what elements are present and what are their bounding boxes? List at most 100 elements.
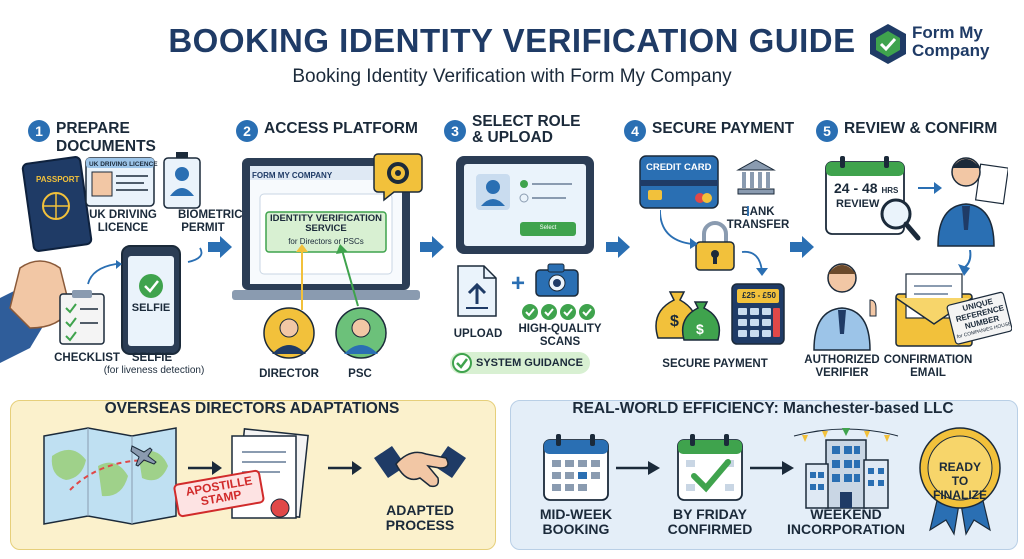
checklist-icon: [59, 290, 105, 345]
arrow-down-icon: [958, 250, 972, 276]
step-1-heading: 1 PREPARE DOCUMENTS: [28, 120, 228, 156]
selfie-label: SELFIE: [131, 352, 173, 364]
licence-label: UK DRIVING LICENCE: [89, 209, 157, 234]
arrow-right-icon: [790, 236, 814, 258]
step-1-number: 1: [28, 120, 50, 142]
psc-avatar-icon: [335, 307, 387, 359]
upload-document-icon: [457, 265, 497, 317]
bank-icon: [736, 159, 776, 195]
identity-service-title: IDENTITY VERIFICATION SERVICE: [269, 213, 383, 234]
director-avatar-icon: [263, 307, 315, 359]
form-my-company-logo-icon: [870, 24, 906, 64]
office-building-icon: [793, 428, 899, 509]
svg-text:$: $: [696, 321, 704, 337]
step-3-number: 3: [444, 120, 466, 142]
secure-payment-label: SECURE PAYMENT: [662, 358, 768, 370]
tablet-illustration: [456, 156, 594, 254]
efficiency-item-1-line-1: MID-WEEK: [539, 506, 613, 522]
arrow-right-icon: [918, 182, 942, 194]
award-badge-icon: [919, 427, 1001, 536]
arrow-right-icon: [188, 461, 222, 475]
authorized-verifier-label: AUTHORIZED VERIFIER: [804, 354, 880, 379]
page-title: BOOKING IDENTITY VERIFICATION GUIDE: [168, 22, 856, 59]
efficiency-item-3-line-1: WEEKEND: [810, 506, 882, 522]
adapted-process-label: ADAPTED PROCESS: [372, 503, 468, 533]
arrow-right-icon: [616, 461, 660, 475]
licence-card-text: UK DRIVING LICENCE: [89, 161, 158, 168]
step-3-heading: 3 SELECT ROLE & UPLOAD: [444, 114, 584, 146]
review-time-unit: HRS: [881, 186, 899, 195]
credit-card-icon: [639, 155, 719, 209]
system-guidance-text: SYSTEM GUIDANCE: [476, 357, 583, 369]
scans-label: HIGH-QUALITY SCANS: [518, 323, 602, 348]
role-arrows: [296, 244, 359, 310]
check-circle-icon: [452, 353, 472, 373]
arrow-right-icon: [606, 236, 630, 258]
director-label: DIRECTOR: [259, 368, 319, 380]
verifier-person-icon: [813, 263, 877, 351]
padlock-icon: [695, 221, 735, 271]
system-guidance-badge: SYSTEM GUIDANCE: [450, 352, 590, 374]
upload-label: UPLOAD: [453, 328, 503, 340]
confirmed-calendar-icon: [677, 434, 743, 501]
review-calendar-icon: [825, 156, 921, 241]
driving-licence-icon: [85, 157, 155, 207]
overseas-panel-title: OVERSEAS DIRECTORS ADAPTATIONS: [104, 400, 400, 417]
browser-brand: FORM MY COMPANY: [252, 171, 333, 180]
review-label: REVIEW: [836, 198, 880, 210]
step-4-number: 4: [624, 120, 646, 142]
mid-week-booking-label: MID-WEEK BOOKING: [520, 507, 632, 537]
camera-icon: [535, 263, 579, 297]
step-4-heading: 4 SECURE PAYMENT: [624, 120, 804, 142]
credit-card-text: CREDIT CARD: [646, 162, 712, 173]
step-5-label: REVIEW & CONFIRM: [844, 120, 998, 137]
step-2-heading: 2 ACCESS PLATFORM: [236, 120, 426, 142]
bank-transfer-label: BANK TRANSFER: [726, 206, 790, 231]
step-3-label: SELECT ROLE & UPLOAD: [472, 113, 581, 146]
confirmation-email-label: CONFIRMATION EMAIL: [883, 354, 973, 379]
logo-line-1: Form My: [912, 23, 983, 42]
checkmarks-icon: [522, 304, 595, 320]
arrow-right-icon: [208, 236, 232, 258]
psc-label: PSC: [348, 368, 372, 380]
handshake-icon: [374, 446, 466, 488]
adapted-process-line-1: ADAPTED: [386, 502, 454, 518]
efficiency-item-2-line-1: BY FRIDAY: [673, 506, 747, 522]
badge-line-2: FINALIZE: [933, 488, 987, 502]
arrow-right-icon: [420, 236, 444, 258]
weekend-incorporation-label: WEEKEND INCORPORATION: [780, 507, 912, 537]
step-2-number: 2: [236, 120, 258, 142]
step-5-number: 5: [816, 120, 838, 142]
badge-line-1: READY TO: [938, 460, 981, 488]
payment-flow-arrows: [660, 206, 768, 276]
calendar-icon: [543, 434, 609, 501]
apostille-document-icon: [173, 428, 309, 519]
select-button: Select: [539, 225, 557, 231]
efficiency-item-3-line-2: INCORPORATION: [787, 521, 905, 537]
step-4-label: SECURE PAYMENT: [652, 120, 795, 137]
efficiency-item-1-line-2: BOOKING: [542, 521, 610, 537]
arrow-right-icon: [328, 461, 362, 475]
money-bags-icon: $ $: [655, 291, 721, 341]
biometric-permit-icon: [163, 152, 201, 209]
logo-text: Form My Company: [912, 24, 989, 60]
page-subtitle: Booking Identity Verification with Form …: [292, 66, 732, 87]
step-5-heading: 5 REVIEW & CONFIRM: [816, 120, 1016, 142]
world-map-icon: [43, 427, 177, 525]
arrow-right-icon: [750, 461, 794, 475]
plus-icon: +: [511, 270, 526, 297]
identity-service-sub: for Directors or PSCs: [288, 237, 364, 246]
ready-to-finalize-text: READY TO FINALIZE: [930, 460, 990, 502]
review-time-value: 24 - 48: [834, 180, 878, 196]
selfie-screen-text: SELFIE: [131, 302, 171, 314]
adapted-process-line-2: PROCESS: [385, 517, 455, 533]
calculator-icon: [731, 283, 785, 345]
prepare-documents-illustration: PASSPORT UK DRIVING LICENCE: [0, 152, 203, 363]
price-range: £25 - £50: [742, 291, 776, 300]
by-friday-confirmed-label: BY FRIDAY CONFIRMED: [654, 507, 766, 537]
passport-text: PASSPORT: [36, 175, 80, 184]
biometric-label: BIOMETRIC PERMIT: [178, 209, 243, 234]
phone-selfie-icon: [121, 245, 181, 355]
efficiency-item-2-line-2: CONFIRMED: [667, 521, 753, 537]
step-2-label: ACCESS PLATFORM: [264, 120, 418, 137]
